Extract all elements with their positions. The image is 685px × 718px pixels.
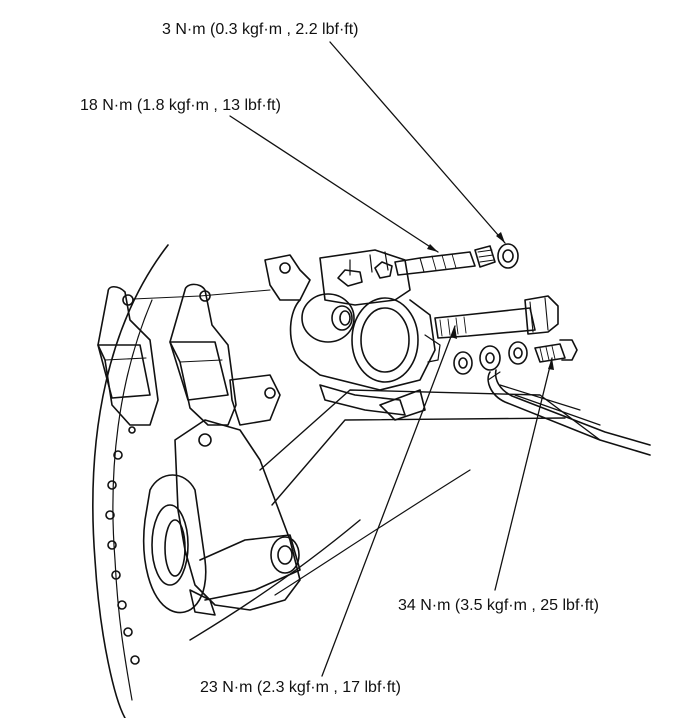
arrow-pad-pin: [427, 244, 438, 252]
torque-label-pad-pin: 18 N·m (1.8 kgf·m , 13 lbf·ft): [80, 97, 281, 114]
torque-label-caliper-bolt: 23 N·m (2.3 kgf·m , 17 lbf·ft): [200, 679, 401, 696]
brake-pad-inner: [169, 283, 237, 426]
caliper-bracket: [142, 374, 301, 616]
brake-hose: [487, 369, 651, 456]
caliper-bolt: [434, 295, 559, 339]
bleed-bolt: [534, 339, 578, 363]
fork-slider: [189, 384, 601, 641]
arrow-bleed-bolt: [548, 358, 554, 370]
washers: [453, 341, 528, 375]
arrow-caliper-bolt: [451, 326, 457, 339]
leader-bleed-bolt: [494, 357, 553, 591]
callout-arrowheads: [427, 232, 554, 370]
leader-pin-plug: [329, 41, 506, 244]
brake-pad-outer: [97, 285, 159, 426]
leader-pad-pin: [229, 115, 439, 253]
torque-label-bleed-bolt: 34 N·m (3.5 kgf·m , 25 lbf·ft): [398, 597, 599, 614]
pad-pin-axis: [132, 289, 271, 300]
leader-caliper-bolt: [321, 325, 456, 677]
arrow-pin-plug: [496, 232, 505, 243]
pin-plug: [474, 243, 519, 269]
torque-label-pin-plug: 3 N·m (0.3 kgf·m , 2.2 lbf·ft): [162, 21, 359, 38]
caliper-body: [264, 249, 441, 421]
pad-pin: [394, 251, 476, 276]
callout-leaders: [229, 41, 553, 677]
